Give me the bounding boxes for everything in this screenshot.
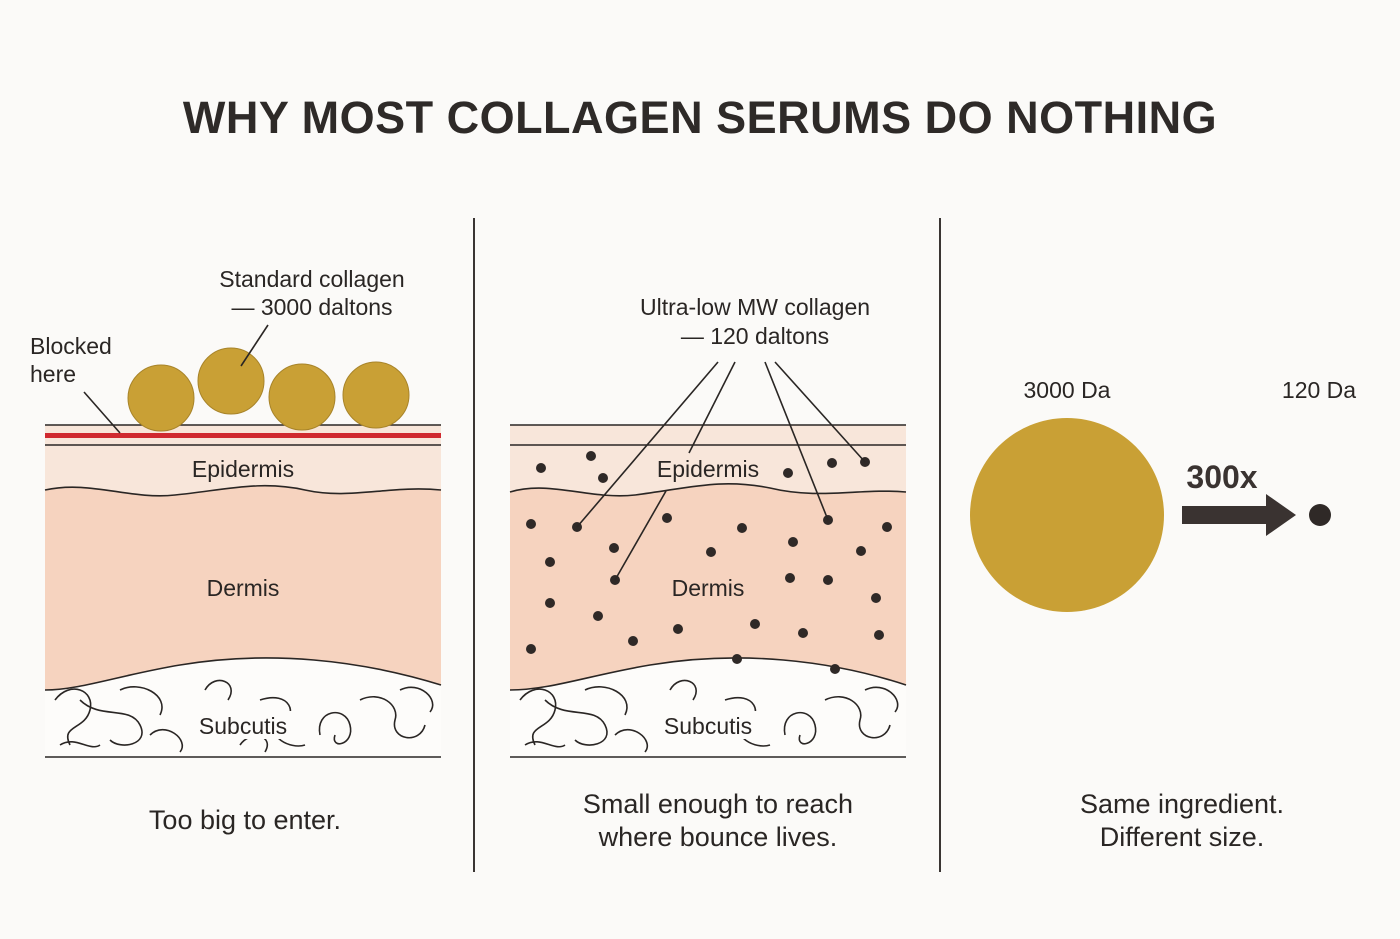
collagen-molecule	[788, 537, 798, 547]
small-collagen-molecule	[1309, 504, 1331, 526]
collagen-molecule	[874, 630, 884, 640]
subcutis-fibers	[519, 679, 899, 753]
collagen-molecule	[598, 473, 608, 483]
subcutis-label-backdrop	[655, 711, 761, 739]
dermis-label: Dermis	[207, 575, 280, 601]
dermis-boundary	[44, 657, 442, 691]
standard-annotation-leader	[240, 324, 269, 367]
collagen-molecule	[673, 624, 683, 634]
collagen-molecule	[526, 644, 536, 654]
comparison-caption-line-1: Same ingredient.	[1080, 789, 1284, 819]
small-molecule-label: 120 Da	[1282, 377, 1356, 403]
collagen-molecule	[197, 347, 265, 415]
collagen-molecule	[342, 361, 410, 429]
arrow-right-icon	[1182, 494, 1296, 536]
subcutis-label: Subcutis	[199, 713, 287, 739]
epidermis-boundary	[509, 483, 907, 497]
epidermis-label: Epidermis	[192, 456, 294, 482]
collagen-molecule	[628, 636, 638, 646]
dermis-label: Dermis	[672, 575, 745, 601]
dermis-boundary	[509, 657, 907, 691]
collagen-molecule	[545, 598, 555, 608]
panel-size-comparison: 3000 Da 120 Da 300x Same ingredient. Dif…	[970, 377, 1356, 852]
collagen-molecule	[827, 458, 837, 468]
subcutis-label-backdrop	[190, 711, 296, 739]
large-molecule-label: 3000 Da	[1024, 377, 1111, 403]
collagen-molecule	[609, 543, 619, 553]
collagen-molecule	[750, 619, 760, 629]
large-collagen-molecule	[970, 418, 1164, 612]
ultra-low-annotation-leaders	[576, 361, 866, 581]
blocked-label-line-2: here	[30, 361, 76, 387]
collagen-molecule	[823, 575, 833, 585]
standard-collagen-molecules	[127, 347, 410, 432]
collagen-molecule	[706, 547, 716, 557]
standard-annotation-line-2: — 3000 daltons	[231, 294, 392, 320]
ultra-low-annotation-line-2: — 120 daltons	[681, 323, 829, 349]
collagen-molecule	[871, 593, 881, 603]
epidermis-boundary	[44, 484, 442, 497]
epidermis-label: Epidermis	[657, 456, 759, 482]
collagen-molecule	[586, 451, 596, 461]
blocked-label-line-1: Blocked	[30, 333, 112, 359]
collagen-molecule	[662, 513, 672, 523]
collagen-molecule	[882, 522, 892, 532]
blocked-leader	[83, 391, 121, 434]
page-title: WHY MOST COLLAGEN SERUMS DO NOTHING	[183, 92, 1217, 143]
collagen-molecule	[830, 664, 840, 674]
subcutis-layer	[45, 657, 441, 757]
size-multiplier: 300x	[1186, 459, 1257, 495]
subcutis-fibers	[54, 679, 434, 753]
standard-caption: Too big to enter.	[149, 805, 341, 835]
collagen-molecule	[785, 573, 795, 583]
ultra-low-annotation-line-1: Ultra-low MW collagen	[640, 294, 870, 320]
collagen-molecule	[798, 628, 808, 638]
collagen-molecule	[593, 611, 603, 621]
dermis-layer	[510, 483, 906, 690]
collagen-molecule	[536, 463, 546, 473]
standard-annotation-line-1: Standard collagen	[219, 266, 404, 292]
collagen-molecule	[127, 364, 195, 432]
collagen-molecule	[732, 654, 742, 664]
ultra-low-caption-line-1: Small enough to reach	[583, 789, 853, 819]
subcutis-label: Subcutis	[664, 713, 752, 739]
ultra-low-caption-line-2: where bounce lives.	[598, 822, 838, 852]
dermis-layer	[45, 485, 441, 690]
comparison-caption-line-2: Different size.	[1100, 822, 1265, 852]
collagen-molecule	[737, 523, 747, 533]
collagen-molecule	[856, 546, 866, 556]
blocked-barrier-line	[45, 433, 441, 438]
subcutis-layer	[510, 657, 906, 757]
ultra-low-collagen-molecules	[526, 451, 892, 674]
collagen-molecule	[268, 363, 336, 431]
collagen-molecule	[545, 557, 555, 567]
panel-standard-collagen: Standard collagen — 3000 daltons Blocked…	[30, 266, 442, 835]
collagen-molecule	[526, 519, 536, 529]
panel-ultra-low-collagen: Ultra-low MW collagen — 120 daltons Epid…	[509, 294, 907, 852]
collagen-molecule	[783, 468, 793, 478]
